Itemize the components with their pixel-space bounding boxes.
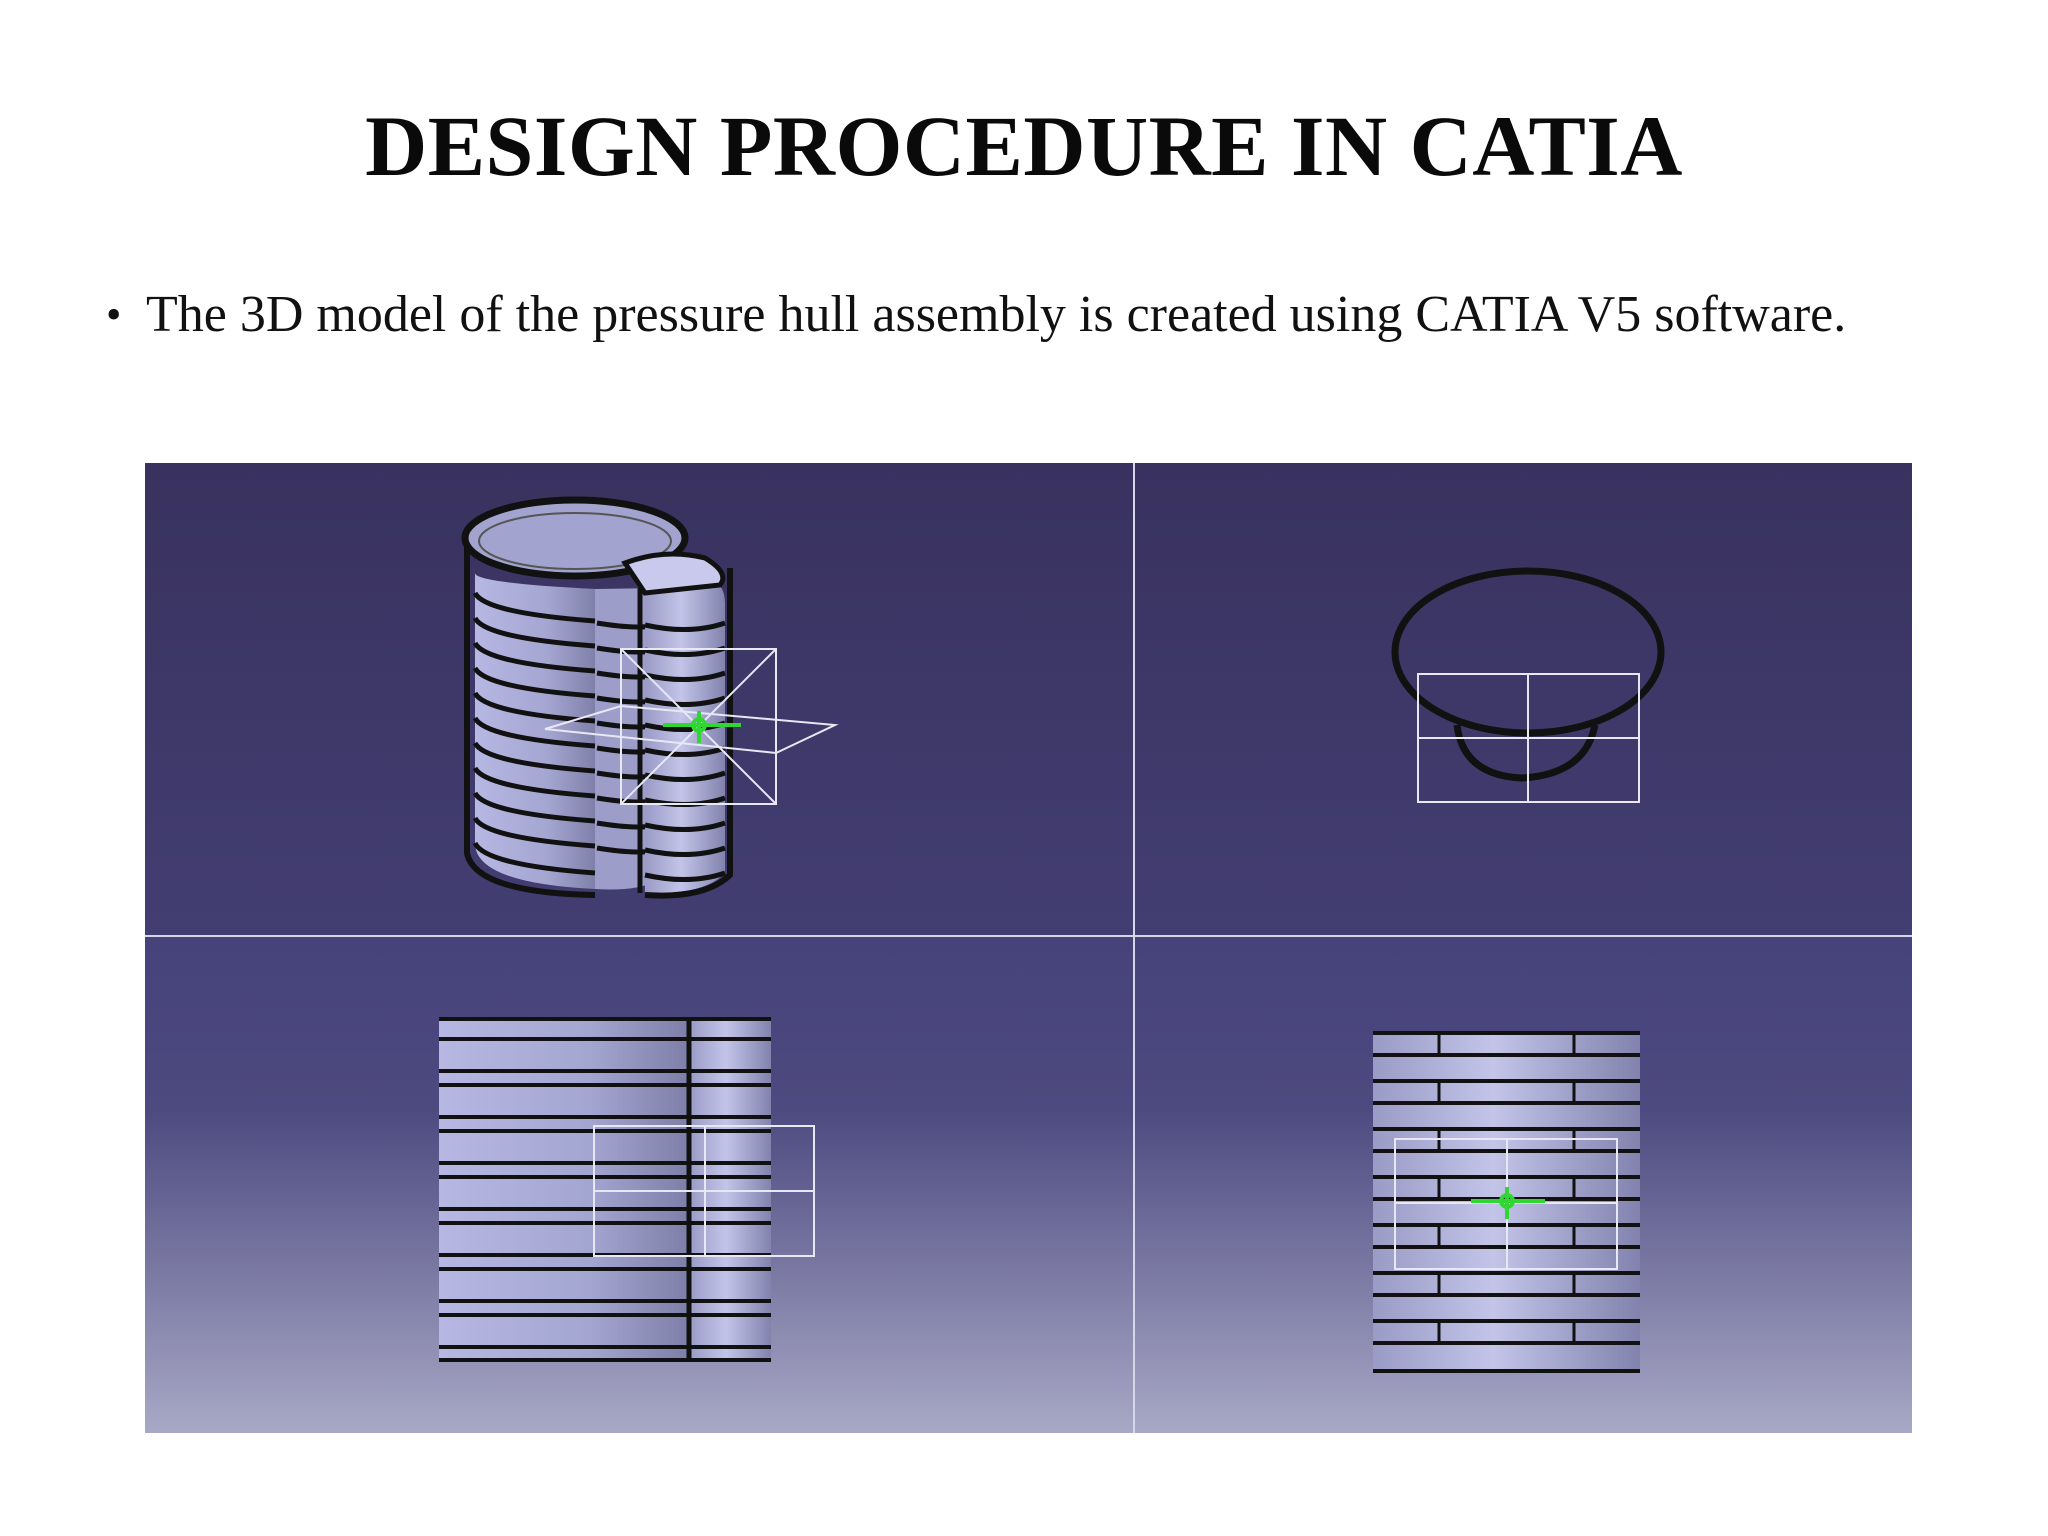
isometric-view — [461, 496, 839, 899]
side-view — [1373, 1031, 1640, 1373]
top-view — [1391, 567, 1665, 803]
catia-multiview-screenshot — [145, 463, 1912, 1433]
front-view — [439, 1017, 815, 1362]
viewport-top-bg — [145, 463, 1912, 936]
bullet-text: The 3D model of the pressure hull assemb… — [146, 286, 1847, 343]
bullet-icon: • — [106, 290, 122, 339]
viewport-svg — [145, 463, 1912, 1433]
viewport-bottom-bg — [145, 936, 1912, 1433]
axis-icon — [1471, 1187, 1545, 1219]
axis-icon — [663, 711, 741, 743]
slide-title: DESIGN PROCEDURE IN CATIA — [365, 98, 1683, 194]
